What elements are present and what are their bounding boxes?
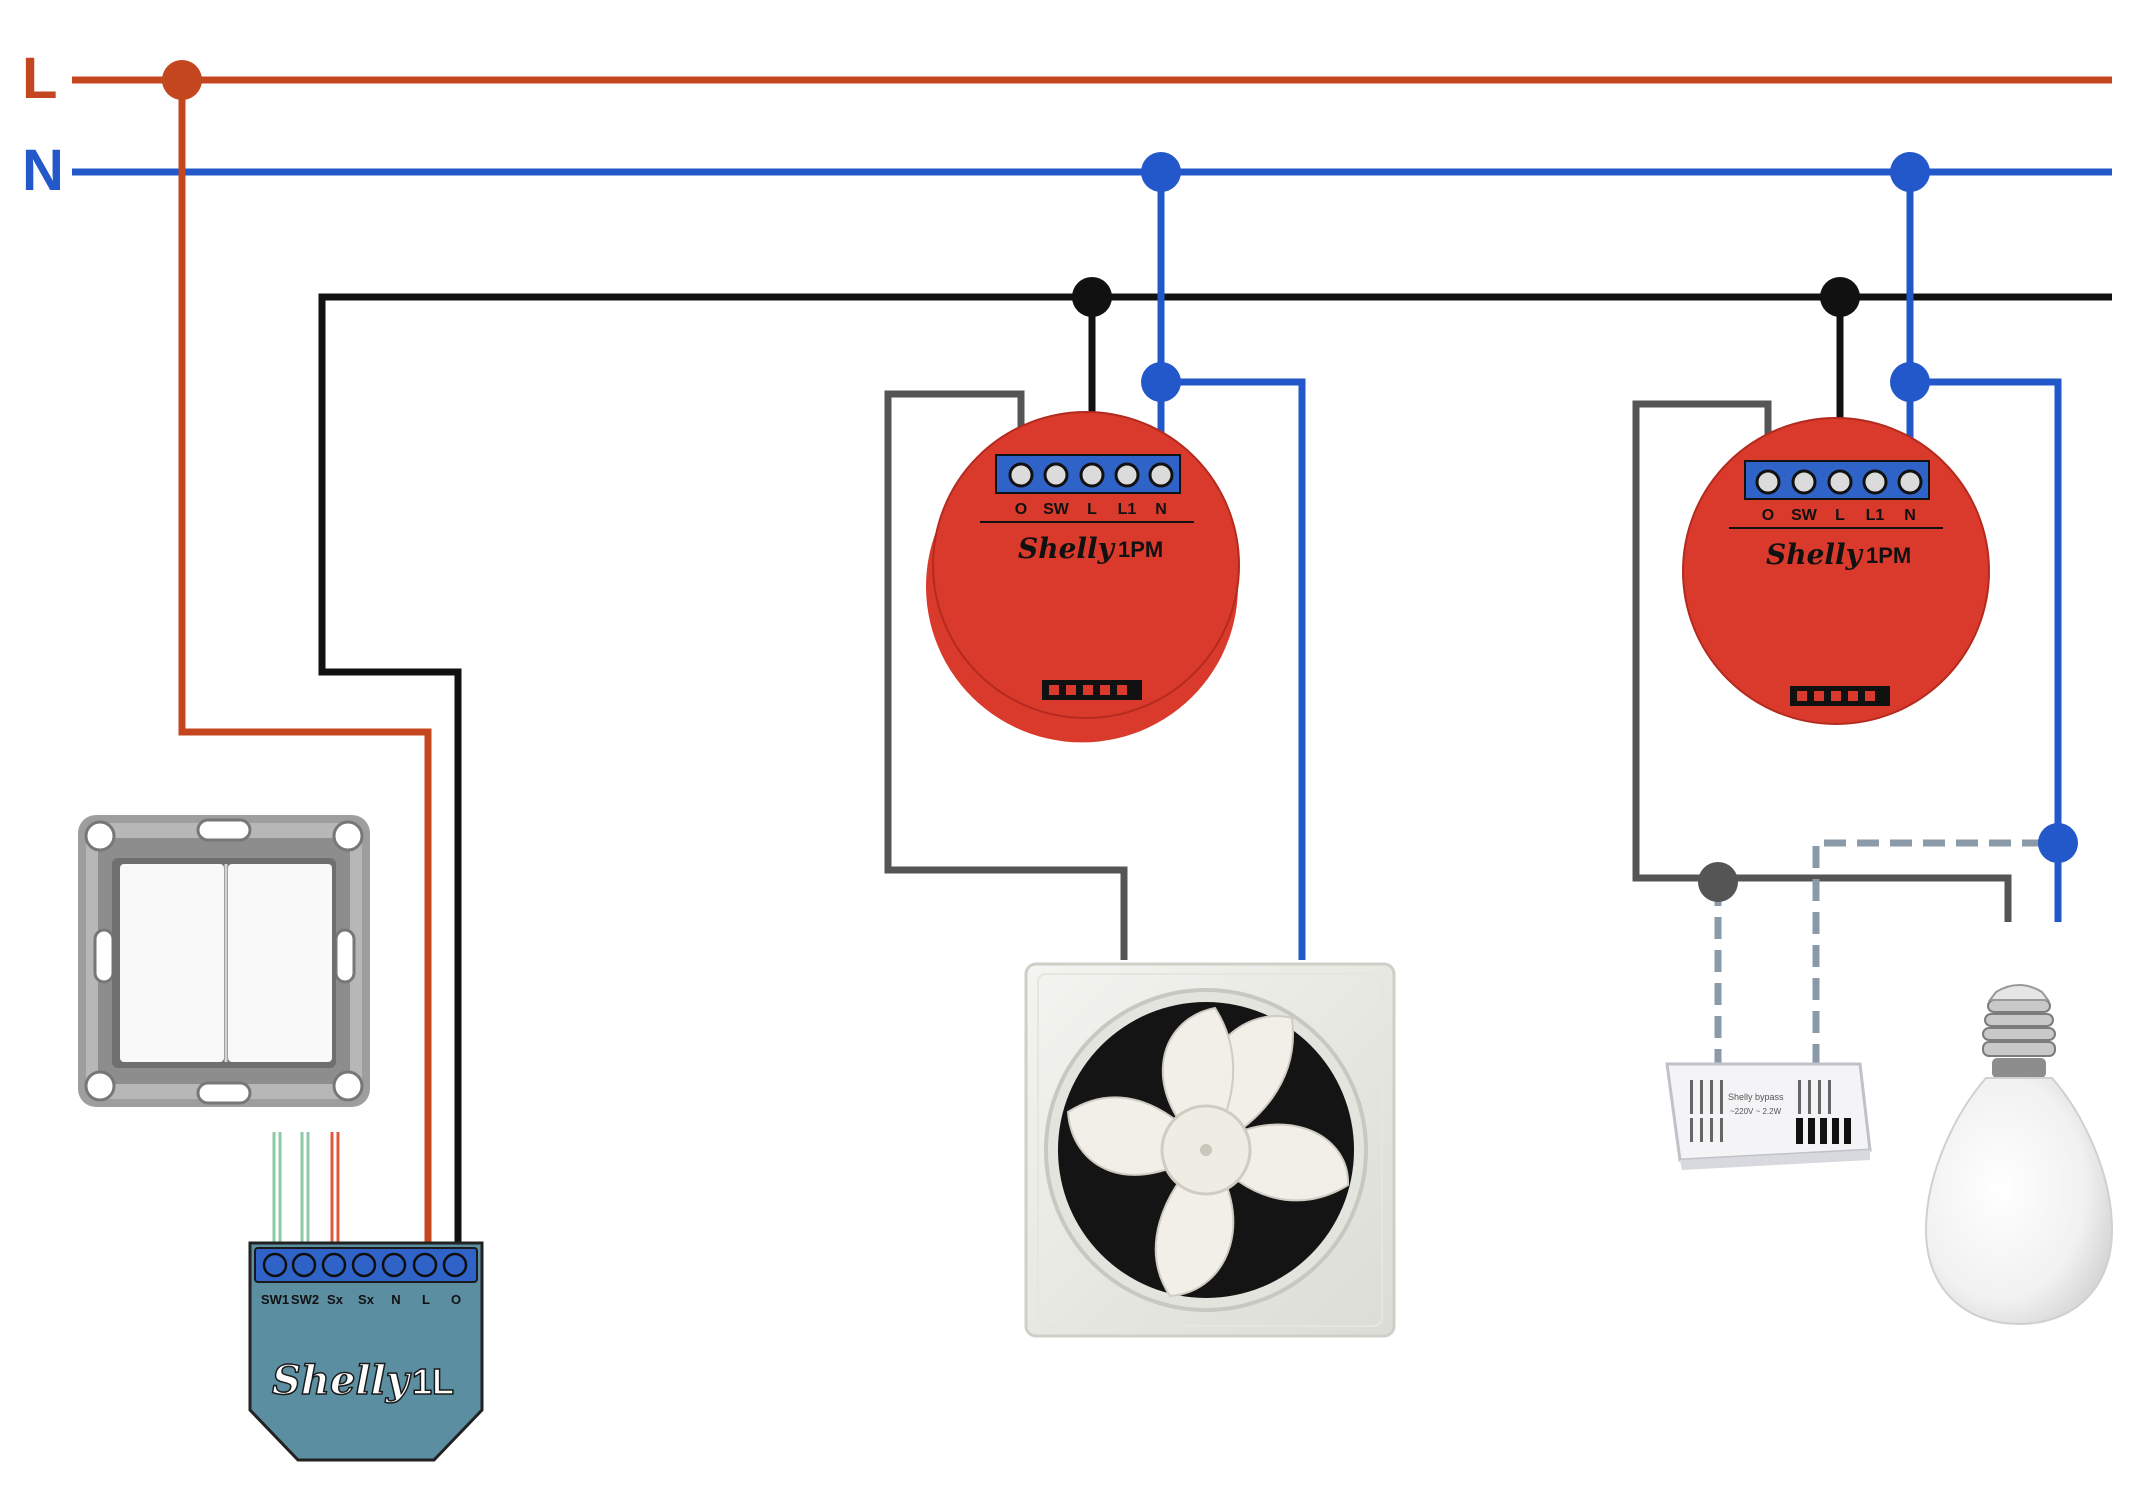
shelly-1l-model: 1L xyxy=(412,1361,454,1402)
shelly-1l-brand: Shelly xyxy=(272,1357,412,1404)
wall-switch-icon xyxy=(78,815,370,1107)
bulb-neutral-wire xyxy=(1910,378,2062,922)
junction-switched-a xyxy=(1072,277,1112,317)
bypass-sublabel: ~220V ~ 2.2W xyxy=(1730,1107,1782,1116)
junction-neutral-b xyxy=(1890,152,1930,192)
pm-a-terminal-label: L1 xyxy=(1118,501,1137,518)
shelly-1pm-b-device: O SW L L1 N Shelly 1PM xyxy=(1682,417,1990,725)
shelly-1l-terminal-label: Sx xyxy=(358,1292,375,1307)
shelly-1pm-a-device: O SW L L1 N Shelly 1PM xyxy=(926,411,1240,743)
pm-a-brand: Shelly xyxy=(1018,532,1116,565)
led-bulb-icon xyxy=(1924,984,2114,1326)
junction-fan-neutral xyxy=(1141,362,1181,402)
pm-b-model: 1PM xyxy=(1866,543,1911,568)
pm-a-terminal-label: SW xyxy=(1043,501,1070,518)
bypass-wire-2 xyxy=(1812,839,2054,1066)
live-wire-to-1l xyxy=(178,80,432,1250)
shelly-1l-terminal-label: L xyxy=(422,1292,430,1307)
bypass-label: Shelly bypass xyxy=(1728,1092,1784,1102)
shelly-1l-terminal-label: N xyxy=(391,1292,400,1307)
fan-neutral-wire xyxy=(1161,378,1306,960)
pm-b-terminal-label: L xyxy=(1835,507,1845,524)
shelly-1l-terminal-label: O xyxy=(451,1292,461,1307)
junction-live xyxy=(162,60,202,100)
bulb-output-wire xyxy=(1632,400,2012,922)
neutral-label: N xyxy=(22,138,64,203)
pm-b-terminal-label: L1 xyxy=(1866,507,1885,524)
junction-neutral-a xyxy=(1141,152,1181,192)
junction-switched-b xyxy=(1820,277,1860,317)
live-label: L xyxy=(22,46,57,111)
bypass-module-icon: Shelly bypass ~220V ~ 2.2W xyxy=(1665,1062,1872,1170)
pm-a-model: 1PM xyxy=(1118,537,1163,562)
pm-a-terminal-label: L xyxy=(1087,501,1097,518)
junction-bulb-neutral xyxy=(1890,362,1930,402)
shelly-1l-device: SW1 SW2 Sx Sx N L O Shelly 1L xyxy=(248,1241,484,1462)
shelly-1l-terminal-label: SW1 xyxy=(261,1292,289,1307)
pm-a-terminal-label: N xyxy=(1155,501,1167,518)
pm-b-brand: Shelly xyxy=(1766,538,1864,571)
shelly-1l-terminal-label: Sx xyxy=(327,1292,344,1307)
pm-a-terminal-label: O xyxy=(1015,501,1027,518)
shelly-1l-terminal-screws xyxy=(262,1252,468,1278)
pm-b-terminal-label: O xyxy=(1762,507,1774,524)
junction-bypass-neutral xyxy=(2038,823,2078,863)
fan-output-wire xyxy=(884,390,1128,960)
exhaust-fan-icon xyxy=(1024,962,1396,1338)
output-wire-from-1l xyxy=(318,293,462,1250)
pm-b-terminal-label: SW xyxy=(1791,507,1818,524)
junction-bulb-output xyxy=(1698,862,1738,902)
shelly-1l-terminal-label: SW2 xyxy=(291,1292,319,1307)
pm-b-terminal-label: N xyxy=(1904,507,1916,524)
